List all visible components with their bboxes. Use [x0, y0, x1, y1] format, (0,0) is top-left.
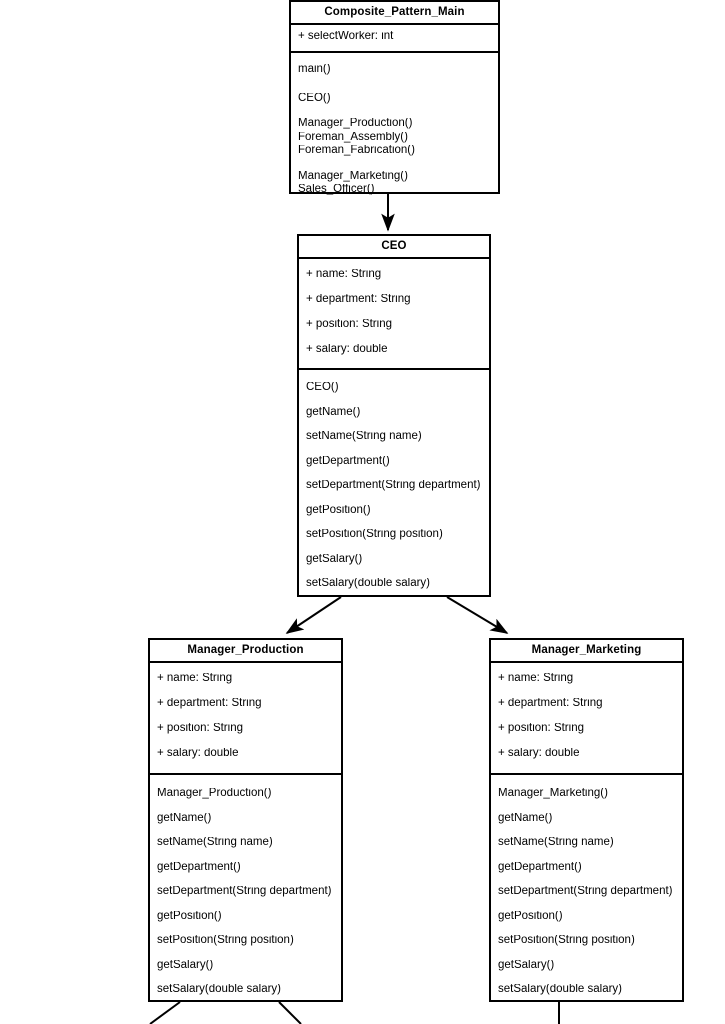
operations-compartment-manager-marketing: Manager_Marketing() getName() setName(St… — [491, 775, 682, 1003]
operation-row: getDepartment() — [306, 455, 390, 467]
operation-row: getPosition() — [498, 910, 563, 922]
connector-manager-production-to-foreman-fabrication — [278, 1001, 302, 1024]
attribute-row: + name: String — [498, 673, 574, 684]
connector-manager-production-to-foreman-assembly — [149, 1001, 181, 1024]
operation-row: CEO() — [298, 92, 331, 104]
operation-row: setName(String name) — [306, 431, 422, 442]
operations-compartment-composite-pattern-main: main() CEO() Manager_Production() Forema… — [291, 53, 498, 203]
operation-row: Manager_Production() — [298, 118, 413, 129]
attribute-row: + salary: double — [498, 748, 580, 759]
operation-row: setName(String name) — [498, 837, 614, 848]
class-title-manager-production: Manager_Production — [150, 640, 341, 663]
attribute-row: + department: String — [306, 294, 411, 305]
operation-row: CEO() — [306, 382, 339, 393]
operation-row: setDepartment(String department) — [498, 886, 673, 897]
attribute-row: + name: String — [306, 269, 382, 280]
attribute-row: + salary: double — [157, 748, 239, 759]
attribute-row: + position: String — [498, 723, 584, 734]
operation-row: Manager_Marketing() — [498, 788, 608, 799]
operation-row: Manager_Marketing() — [298, 170, 408, 182]
operations-compartment-ceo: CEO() getName() setName(String name) get… — [299, 370, 489, 597]
operation-row: getSalary() — [157, 959, 214, 971]
class-title-manager-marketing: Manager_Marketing — [491, 640, 682, 663]
operation-row: setPosition(String position) — [498, 935, 635, 946]
operation-row: getName() — [498, 812, 553, 824]
operation-row: Sales_Officer() — [298, 184, 375, 195]
class-box-manager-production[interactable]: Manager_Production + name: String + depa… — [148, 638, 343, 1002]
attribute-row: + salary: double — [306, 344, 388, 355]
connector-ceo-to-manager-marketing — [446, 596, 509, 634]
operations-compartment-manager-production: Manager_Production() getName() setName(S… — [150, 775, 341, 1003]
attributes-compartment-composite-pattern-main: + selectWorker: int — [291, 25, 498, 53]
attribute-row: + name: String — [157, 673, 233, 684]
class-box-manager-marketing[interactable]: Manager_Marketing + name: String + depar… — [489, 638, 684, 1002]
operation-row: setPosition(String position) — [157, 935, 294, 946]
operation-row: setName(String name) — [157, 837, 273, 848]
operation-row: getDepartment() — [498, 861, 582, 873]
operation-row: getPosition() — [157, 910, 222, 922]
operation-row: getSalary() — [498, 959, 555, 971]
attribute-row: + position: String — [306, 319, 392, 330]
operation-row: getSalary() — [306, 553, 363, 565]
attributes-compartment-manager-production: + name: String + department: String + po… — [150, 663, 341, 775]
operation-row: setSalary(double salary) — [498, 984, 623, 995]
operation-row: setDepartment(String department) — [306, 480, 481, 491]
operation-row: getPosition() — [306, 504, 371, 516]
operation-row: getName() — [157, 812, 212, 824]
operation-row: getDepartment() — [157, 861, 241, 873]
attribute-row: + department: String — [157, 698, 262, 709]
attribute-row: + selectWorker: int — [298, 31, 394, 42]
operation-row: Foreman_Fabrication() — [298, 145, 415, 156]
class-title-ceo: CEO — [299, 236, 489, 259]
operation-row: Manager_Production() — [157, 788, 272, 799]
class-box-composite-pattern-main[interactable]: Composite_Pattern_Main + selectWorker: i… — [289, 0, 500, 195]
operation-row: setSalary(double salary) — [157, 984, 282, 995]
class-title-composite-pattern-main: Composite_Pattern_Main — [291, 2, 498, 25]
operation-row: getName() — [306, 406, 361, 418]
operation-row: setPosition(String position) — [306, 529, 443, 540]
operation-row: setSalary(double salary) — [306, 578, 431, 589]
operation-row: Foreman_Assembly() — [298, 131, 408, 143]
attribute-row: + position: String — [157, 723, 243, 734]
operation-row: main() — [298, 64, 331, 75]
attributes-compartment-ceo: + name: String + department: String + po… — [299, 259, 489, 370]
operation-row: setDepartment(String department) — [157, 886, 332, 897]
attribute-row: + department: String — [498, 698, 603, 709]
connector-ceo-to-manager-production — [285, 596, 342, 634]
attributes-compartment-manager-marketing: + name: String + department: String + po… — [491, 663, 682, 775]
class-box-ceo[interactable]: CEO + name: String + department: String … — [297, 234, 491, 597]
